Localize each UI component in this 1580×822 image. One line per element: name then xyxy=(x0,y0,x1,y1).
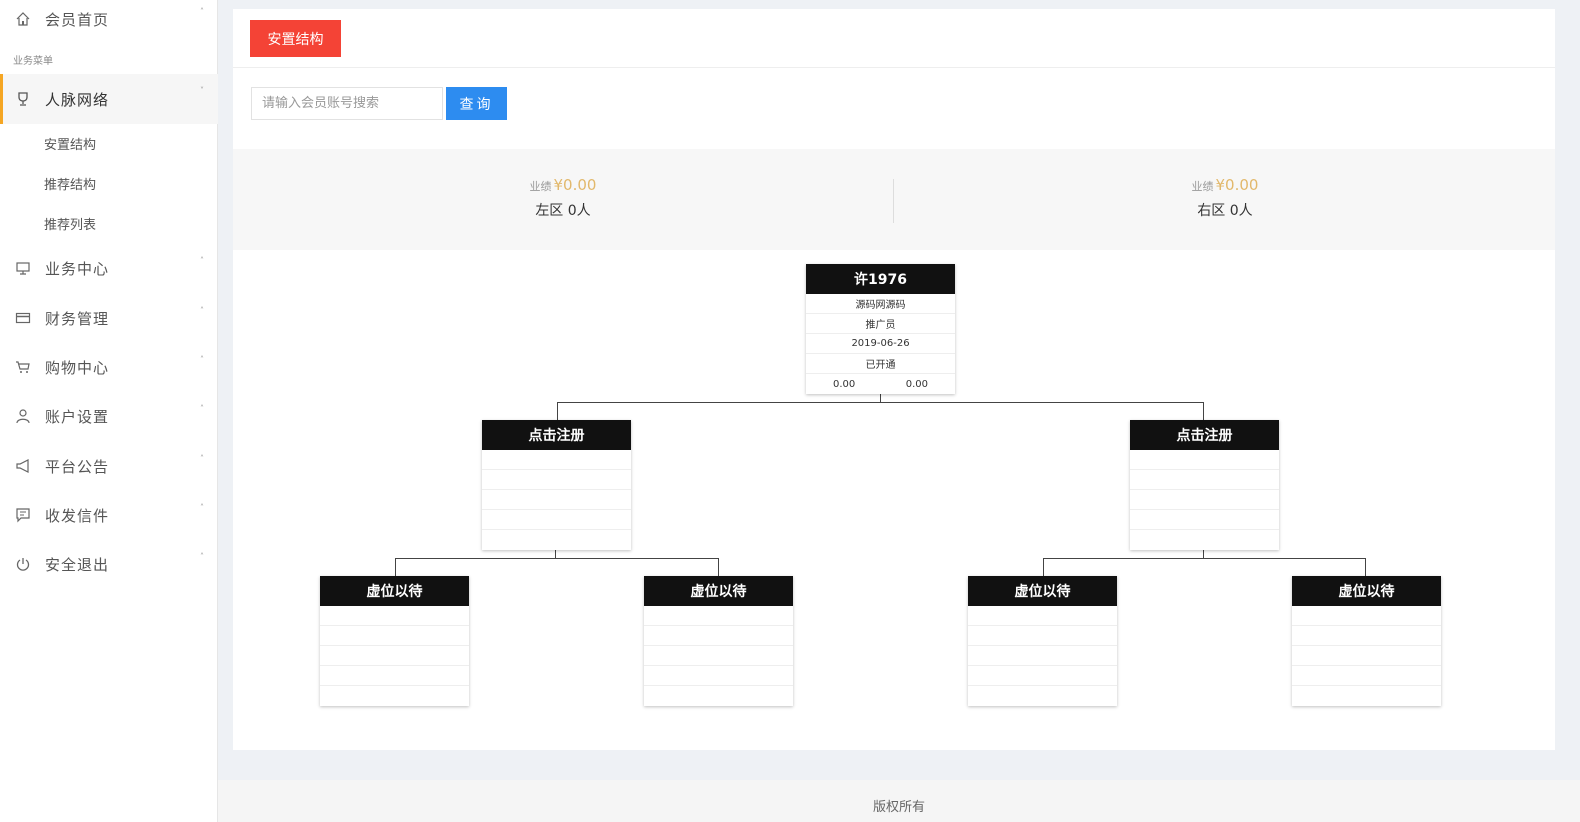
caret-icon: ˄ xyxy=(200,7,204,16)
connector-line xyxy=(557,402,1204,403)
sub-item-placement[interactable]: 安置结构 xyxy=(44,138,97,153)
trophy-icon xyxy=(14,90,32,108)
card-icon xyxy=(14,309,32,327)
nav-announcement-label: 平台公告 xyxy=(45,457,110,476)
node-title: 虚位以待 xyxy=(644,576,793,606)
nav-finance[interactable]: 财务管理 ˄ xyxy=(0,302,218,334)
tree-node-root[interactable]: 许1976 源码网源码 推广员 2019-06-26 已开通 0.00 0.00 xyxy=(806,264,955,394)
node-title: 虚位以待 xyxy=(320,576,469,606)
stats-divider xyxy=(893,179,894,223)
nav-network[interactable]: 人脉网络 ˅ xyxy=(0,74,218,124)
search-input[interactable] xyxy=(251,87,443,120)
home-icon xyxy=(14,10,32,28)
left-zone-stat: 业绩¥0.00 左区 0人 xyxy=(413,176,713,220)
nav-finance-label: 财务管理 xyxy=(45,309,110,328)
connector-line xyxy=(557,402,558,420)
node-row: 推广员 xyxy=(806,314,955,334)
connector-line xyxy=(718,558,719,576)
footer: 版权所有 xyxy=(218,780,1580,822)
node-row: 源码网源码 xyxy=(806,294,955,314)
nav-messages-label: 收发信件 xyxy=(45,506,110,525)
connector-line xyxy=(395,558,719,559)
stats-bar: 业绩¥0.00 左区 0人 业绩¥0.00 右区 0人 xyxy=(233,149,1555,250)
tab-placement[interactable]: 安置结构 xyxy=(250,20,341,57)
node-right-value: 0.00 xyxy=(905,378,928,390)
node-values: 0.00 0.00 xyxy=(806,374,955,394)
cart-icon xyxy=(14,358,32,376)
connector-line xyxy=(555,550,556,558)
node-title: 虚位以待 xyxy=(1292,576,1441,606)
section-label: 业务菜单 xyxy=(13,56,53,67)
connector-line xyxy=(1203,550,1204,558)
node-title: 许1976 xyxy=(806,264,955,294)
left-performance-amount: ¥0.00 xyxy=(553,176,597,194)
power-icon xyxy=(14,555,32,573)
node-title[interactable]: 点击注册 xyxy=(482,420,631,450)
search-button[interactable]: 查询 xyxy=(446,87,507,120)
connector-line xyxy=(1365,558,1366,576)
connector-line xyxy=(1043,558,1366,559)
node-row: 已开通 xyxy=(806,354,955,374)
nav-logout[interactable]: 安全退出 ˄ xyxy=(0,548,218,580)
nav-account-label: 账户设置 xyxy=(45,407,110,426)
nav-account[interactable]: 账户设置 ˄ xyxy=(0,400,218,432)
nav-business[interactable]: 业务中心 ˄ xyxy=(0,252,218,284)
message-icon xyxy=(14,506,32,524)
monitor-icon xyxy=(14,259,32,277)
sub-item-referral-tree[interactable]: 推荐结构 xyxy=(44,178,97,193)
right-zone-stat: 业绩¥0.00 右区 0人 xyxy=(1075,176,1375,220)
node-row: 2019-06-26 xyxy=(806,334,955,354)
nav-messages[interactable]: 收发信件 ˄ xyxy=(0,499,218,531)
divider xyxy=(233,67,1555,68)
connector-line xyxy=(395,558,396,576)
nav-home-label: 会员首页 xyxy=(45,10,110,29)
connector-line xyxy=(1043,558,1044,576)
tree-node-vacant: 虚位以待 xyxy=(968,576,1117,706)
nav-home[interactable]: 会员首页 ˄ xyxy=(0,3,218,35)
node-title: 虚位以待 xyxy=(968,576,1117,606)
connector-line xyxy=(1203,402,1204,420)
megaphone-icon xyxy=(14,457,32,475)
caret-icon: ˄ xyxy=(200,503,204,512)
right-zone-count: 右区 0人 xyxy=(1197,203,1253,219)
tree-node-right-register[interactable]: 点击注册 xyxy=(1130,420,1279,550)
nav-shopping-label: 购物中心 xyxy=(45,358,110,377)
nav-business-label: 业务中心 xyxy=(45,259,110,278)
nav-announcement[interactable]: 平台公告 ˄ xyxy=(0,450,218,482)
node-left-value: 0.00 xyxy=(833,378,856,390)
main-panel: 安置结构 查询 业绩¥0.00 左区 0人 业绩¥0.00 右区 0人 许197… xyxy=(233,9,1555,750)
connector-line xyxy=(880,394,881,402)
caret-icon: ˄ xyxy=(200,454,204,463)
node-title[interactable]: 点击注册 xyxy=(1130,420,1279,450)
caret-icon: ˄ xyxy=(200,256,204,265)
caret-icon: ˅ xyxy=(200,86,204,95)
caret-icon: ˄ xyxy=(200,404,204,413)
caret-icon: ˄ xyxy=(200,306,204,315)
left-performance-label: 业绩 xyxy=(529,180,552,193)
tree-node-vacant: 虚位以待 xyxy=(644,576,793,706)
user-icon xyxy=(14,407,32,425)
caret-icon: ˄ xyxy=(200,552,204,561)
right-performance-amount: ¥0.00 xyxy=(1215,176,1259,194)
nav-logout-label: 安全退出 xyxy=(45,555,110,574)
sub-item-referral-list[interactable]: 推荐列表 xyxy=(44,218,97,233)
sidebar: 会员首页 ˄ 业务菜单 人脉网络 ˅ 安置结构 推荐结构 推荐列表 业务中心 ˄… xyxy=(0,0,218,822)
right-performance-label: 业绩 xyxy=(1191,180,1214,193)
nav-network-label: 人脉网络 xyxy=(45,90,110,109)
tree-node-vacant: 虚位以待 xyxy=(1292,576,1441,706)
tree-node-vacant: 虚位以待 xyxy=(320,576,469,706)
tree-node-left-register[interactable]: 点击注册 xyxy=(482,420,631,550)
left-zone-count: 左区 0人 xyxy=(535,203,591,219)
nav-shopping[interactable]: 购物中心 ˄ xyxy=(0,351,218,383)
caret-icon: ˄ xyxy=(200,355,204,364)
